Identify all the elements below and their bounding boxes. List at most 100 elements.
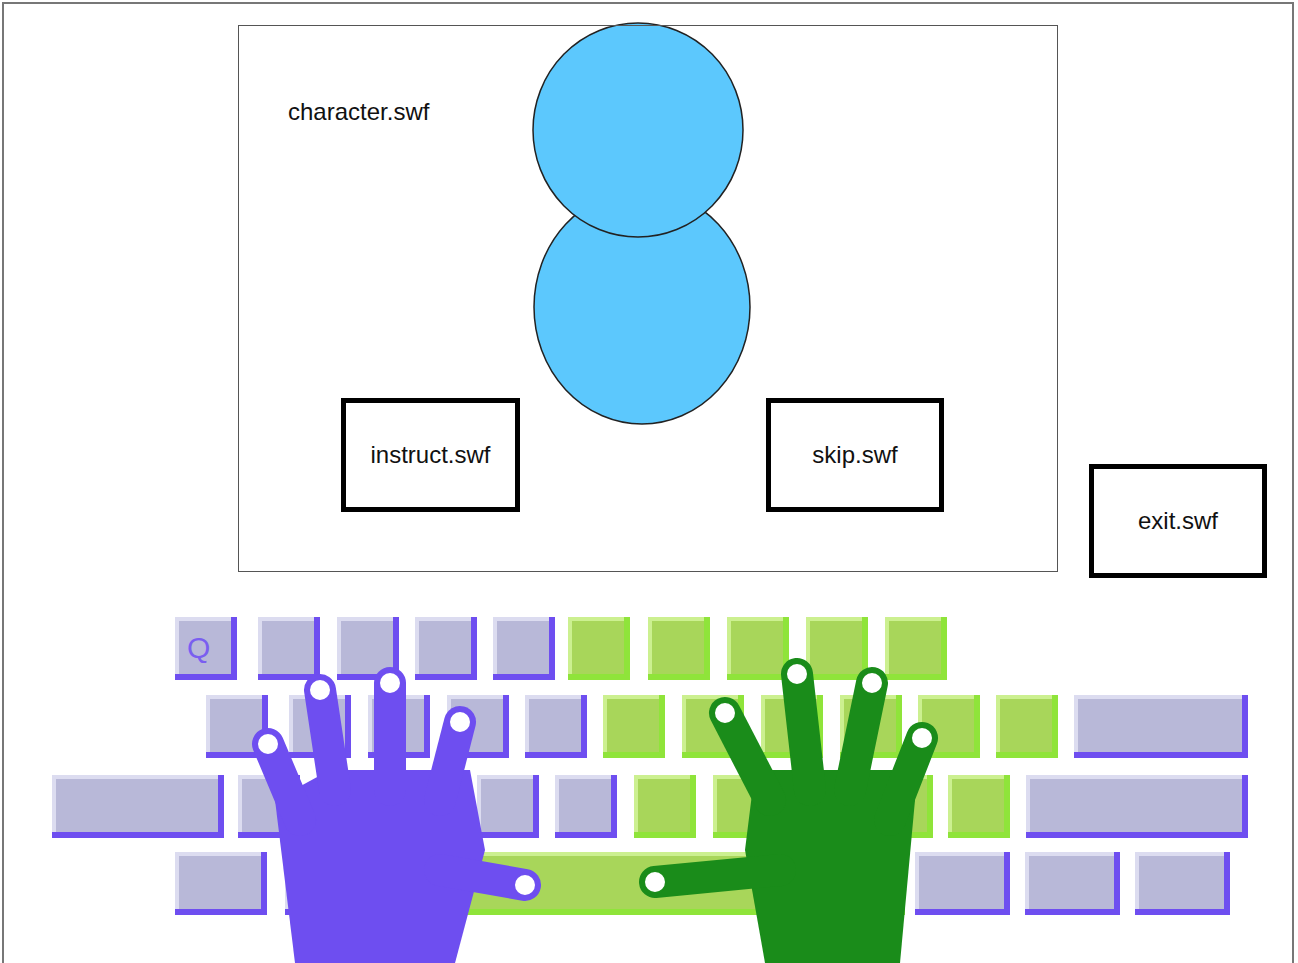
key-highlight bbox=[727, 617, 783, 674]
key-side bbox=[885, 617, 947, 680]
key-side bbox=[727, 617, 789, 680]
key-side bbox=[648, 617, 710, 680]
key-highlight bbox=[175, 852, 261, 909]
finger bbox=[725, 713, 770, 800]
key-highlight bbox=[258, 617, 314, 674]
key-highlight bbox=[885, 617, 941, 674]
hand bbox=[257, 672, 536, 963]
keyboard-key bbox=[1074, 695, 1248, 758]
key-highlight bbox=[1025, 852, 1114, 909]
keyboard-key bbox=[885, 617, 947, 680]
keyboard-key bbox=[1135, 852, 1230, 915]
keyboard-key bbox=[175, 852, 267, 915]
keyboard-key bbox=[568, 617, 630, 680]
key-side bbox=[175, 852, 267, 915]
key-highlight bbox=[948, 775, 1004, 832]
fingernail bbox=[257, 733, 279, 755]
keyboard-key bbox=[727, 617, 789, 680]
key-side bbox=[175, 617, 237, 680]
key-face bbox=[262, 621, 314, 674]
keyboard-key bbox=[493, 617, 555, 680]
key-highlight bbox=[806, 617, 862, 674]
key-highlight bbox=[996, 695, 1052, 752]
key-face bbox=[419, 621, 471, 674]
fingernail bbox=[786, 663, 808, 685]
file-box: exit.swf bbox=[1089, 464, 1267, 578]
key-face bbox=[638, 779, 690, 832]
key-face bbox=[179, 856, 261, 909]
key-face bbox=[919, 856, 1004, 909]
key-face bbox=[1030, 779, 1242, 832]
finger bbox=[797, 674, 810, 790]
file-name: exit.swf bbox=[1138, 507, 1218, 535]
key-side bbox=[493, 617, 555, 680]
key-highlight bbox=[1135, 852, 1224, 909]
keyboard-key bbox=[996, 695, 1058, 758]
key-face bbox=[652, 621, 704, 674]
key-side bbox=[1074, 695, 1248, 758]
keyboard-key bbox=[525, 695, 587, 758]
key-highlight bbox=[568, 617, 624, 674]
file-name: skip.swf bbox=[812, 441, 897, 469]
keyboard-key bbox=[603, 695, 665, 758]
character-head bbox=[533, 23, 743, 237]
keyboard-key bbox=[915, 852, 1010, 915]
keyboard-key bbox=[806, 617, 868, 680]
fingernail bbox=[714, 702, 736, 724]
key-highlight bbox=[915, 852, 1004, 909]
fingernail bbox=[449, 711, 471, 733]
file-name: character.swf bbox=[288, 98, 429, 126]
keyboard-key bbox=[175, 617, 237, 680]
key-face bbox=[481, 779, 533, 832]
key-face bbox=[607, 699, 659, 752]
key-face bbox=[179, 621, 231, 674]
file-box: skip.swf bbox=[766, 398, 944, 512]
key-face bbox=[529, 699, 581, 752]
keyboard-key bbox=[52, 775, 224, 838]
file-name: instruct.swf bbox=[370, 441, 490, 469]
finger bbox=[890, 738, 922, 820]
stage-panel: character.swf instruct.swf skip.swf bbox=[238, 25, 1058, 572]
keyboard-key bbox=[1026, 775, 1248, 838]
key-highlight bbox=[493, 617, 549, 674]
finger bbox=[268, 744, 300, 820]
key-side bbox=[1135, 852, 1230, 915]
key-face bbox=[341, 621, 393, 674]
key-side bbox=[1026, 775, 1248, 838]
finger bbox=[320, 690, 335, 790]
finger bbox=[440, 870, 525, 885]
keyboard-key bbox=[477, 775, 539, 838]
key-face bbox=[497, 621, 549, 674]
key-face bbox=[559, 779, 611, 832]
key-side bbox=[634, 775, 696, 838]
key-highlight bbox=[175, 617, 231, 674]
keyboard-key bbox=[1025, 852, 1120, 915]
key-face bbox=[1000, 699, 1052, 752]
key-side bbox=[568, 617, 630, 680]
key-side bbox=[477, 775, 539, 838]
key-face bbox=[572, 621, 624, 674]
key-face bbox=[952, 779, 1004, 832]
fingernail bbox=[309, 679, 331, 701]
key-side bbox=[603, 695, 665, 758]
key-highlight bbox=[1026, 775, 1242, 832]
key-side bbox=[258, 617, 320, 680]
keyboard bbox=[52, 617, 1248, 915]
key-side bbox=[915, 852, 1010, 915]
fingernail bbox=[644, 871, 666, 893]
key-side bbox=[415, 617, 477, 680]
key-side bbox=[525, 695, 587, 758]
keyboard-key bbox=[258, 617, 320, 680]
key-highlight bbox=[634, 775, 690, 832]
key-face bbox=[1078, 699, 1242, 752]
finger bbox=[655, 870, 780, 882]
keyboard-key bbox=[948, 775, 1010, 838]
key-side bbox=[806, 617, 868, 680]
key-face bbox=[889, 621, 941, 674]
key-face bbox=[56, 779, 218, 832]
key-side bbox=[52, 775, 224, 838]
key-highlight bbox=[477, 775, 533, 832]
key-highlight bbox=[52, 775, 218, 832]
key-side bbox=[948, 775, 1010, 838]
